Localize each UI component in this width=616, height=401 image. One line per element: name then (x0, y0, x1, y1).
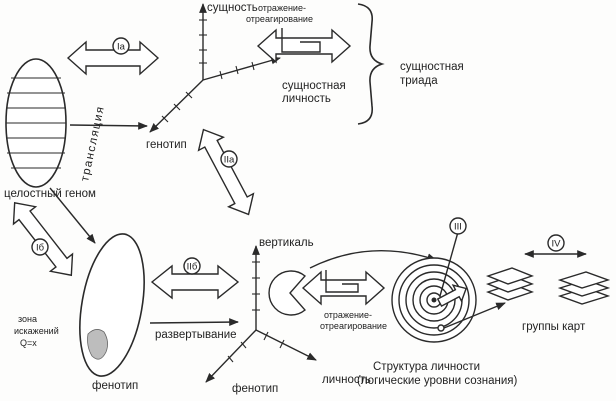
upper-axes (149, 3, 281, 133)
card-groups-label: группы карт (522, 321, 586, 333)
card-group-right (557, 271, 611, 305)
structure-label-1: Структура личности (373, 361, 480, 373)
iv-marker-label: IV (552, 239, 562, 250)
ia-marker-label: Ia (117, 42, 126, 53)
reflection-bottom-label-2: отреагирование (320, 321, 387, 331)
translation-arrow (49, 187, 96, 244)
reflection-bottom-double-arrow (301, 270, 386, 306)
iib-double-arrow (150, 264, 240, 300)
essence-label: сущность (207, 2, 258, 14)
reflection-top-double-arrow (256, 28, 352, 64)
distortion-zone-label-2: искажений (14, 326, 59, 336)
pacman-shape (268, 270, 307, 316)
reflection-top-label-1: отражение- (258, 3, 306, 13)
ia-marker (112, 37, 130, 55)
iii-pointer-line (439, 231, 459, 297)
unfolding-arrow (149, 318, 239, 327)
structure-to-cards-arrow (443, 302, 506, 329)
triad-brace (357, 3, 385, 125)
personality-label: личность (322, 374, 371, 386)
translation-label: трансляция (79, 104, 107, 182)
unfolding-label: развертывание (155, 329, 237, 341)
distortion-zone-label-3: Q=x (20, 338, 37, 348)
iib-marker-label: IIб (187, 262, 198, 273)
ia-double-arrow (66, 40, 160, 76)
reflection-top-hook (281, 28, 321, 53)
target-small-circle (437, 324, 445, 332)
triad-label-2: триада (400, 75, 438, 87)
lower-axes (205, 245, 317, 383)
iii-marker-label: III (454, 222, 462, 233)
essential-personality-label-2: личность (282, 93, 331, 105)
phenotype-oval-label: фенотип (92, 380, 138, 392)
reflection-bottom-label-1: отражение- (324, 310, 372, 320)
reflection-bottom-hook (325, 270, 359, 293)
target-arrow (436, 284, 468, 308)
iib-marker (183, 257, 201, 275)
triad-label-1: сущностная (400, 61, 464, 73)
personality-structure-target (391, 257, 477, 343)
iii-marker (449, 217, 467, 235)
card-group-left (485, 267, 535, 301)
phenotype-oval (79, 233, 145, 377)
ib-marker (31, 238, 49, 256)
ib-marker-label: Iб (36, 243, 45, 254)
whole-genome-label: целостный геном (4, 188, 96, 200)
iia-marker-label: IIa (224, 155, 235, 166)
essential-personality-label-1: сущностная (282, 80, 346, 92)
genome-to-genotype-arrow (69, 121, 148, 130)
genotype-label: генотип (146, 139, 187, 151)
vertical-label: вертикаль (259, 237, 314, 249)
reflection-top-label-2: отреагирование (246, 14, 313, 24)
iia-double-arrow (197, 128, 255, 216)
vertical-to-structure-arrow (309, 249, 437, 269)
iv-marker (547, 234, 565, 252)
structure-label-2: (логические уровни сознания) (357, 375, 518, 387)
distortion-zone-label-1: зона (18, 314, 37, 324)
phenotype-axis-label: фенотип (232, 383, 278, 395)
iia-marker (220, 150, 238, 168)
genome-oval (5, 58, 67, 188)
